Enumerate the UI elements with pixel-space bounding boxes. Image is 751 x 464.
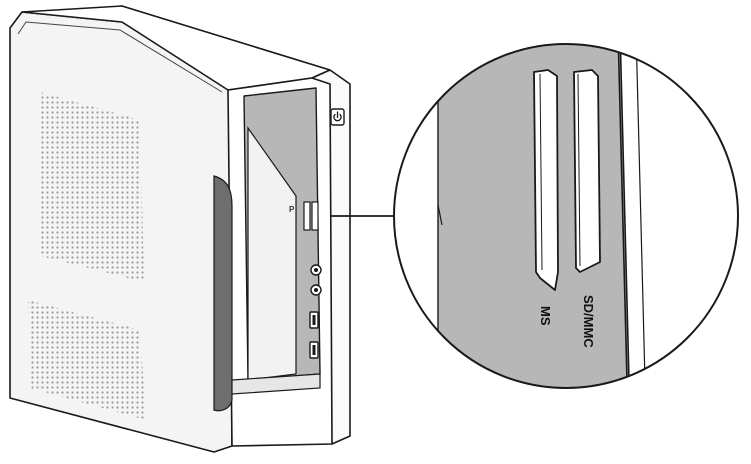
lower-bezel bbox=[231, 373, 321, 395]
zoom-circle-border bbox=[393, 43, 739, 389]
bezel-curve bbox=[213, 175, 233, 412]
optical-drive bbox=[247, 126, 297, 381]
zoom-detail: MS SD/MMC bbox=[393, 43, 739, 389]
drive-letter: P bbox=[289, 205, 295, 214]
ms-label: MS bbox=[538, 306, 553, 326]
power-icon bbox=[333, 111, 342, 122]
top-panel-edge bbox=[121, 5, 331, 71]
audio-jacks[interactable] bbox=[310, 264, 322, 296]
power-button[interactable] bbox=[330, 108, 345, 126]
sd-mmc-label: SD/MMC bbox=[581, 295, 596, 348]
side-panel-bevel bbox=[17, 21, 223, 93]
side-vent-lower bbox=[28, 300, 146, 420]
side-vent-upper bbox=[40, 92, 144, 282]
desktop-computer: P bbox=[9, 5, 351, 453]
sd-mmc-slot[interactable] bbox=[573, 69, 601, 273]
ms-slot[interactable] bbox=[533, 69, 559, 291]
usb-ports[interactable] bbox=[309, 311, 319, 359]
front-card-reader[interactable] bbox=[303, 201, 319, 231]
